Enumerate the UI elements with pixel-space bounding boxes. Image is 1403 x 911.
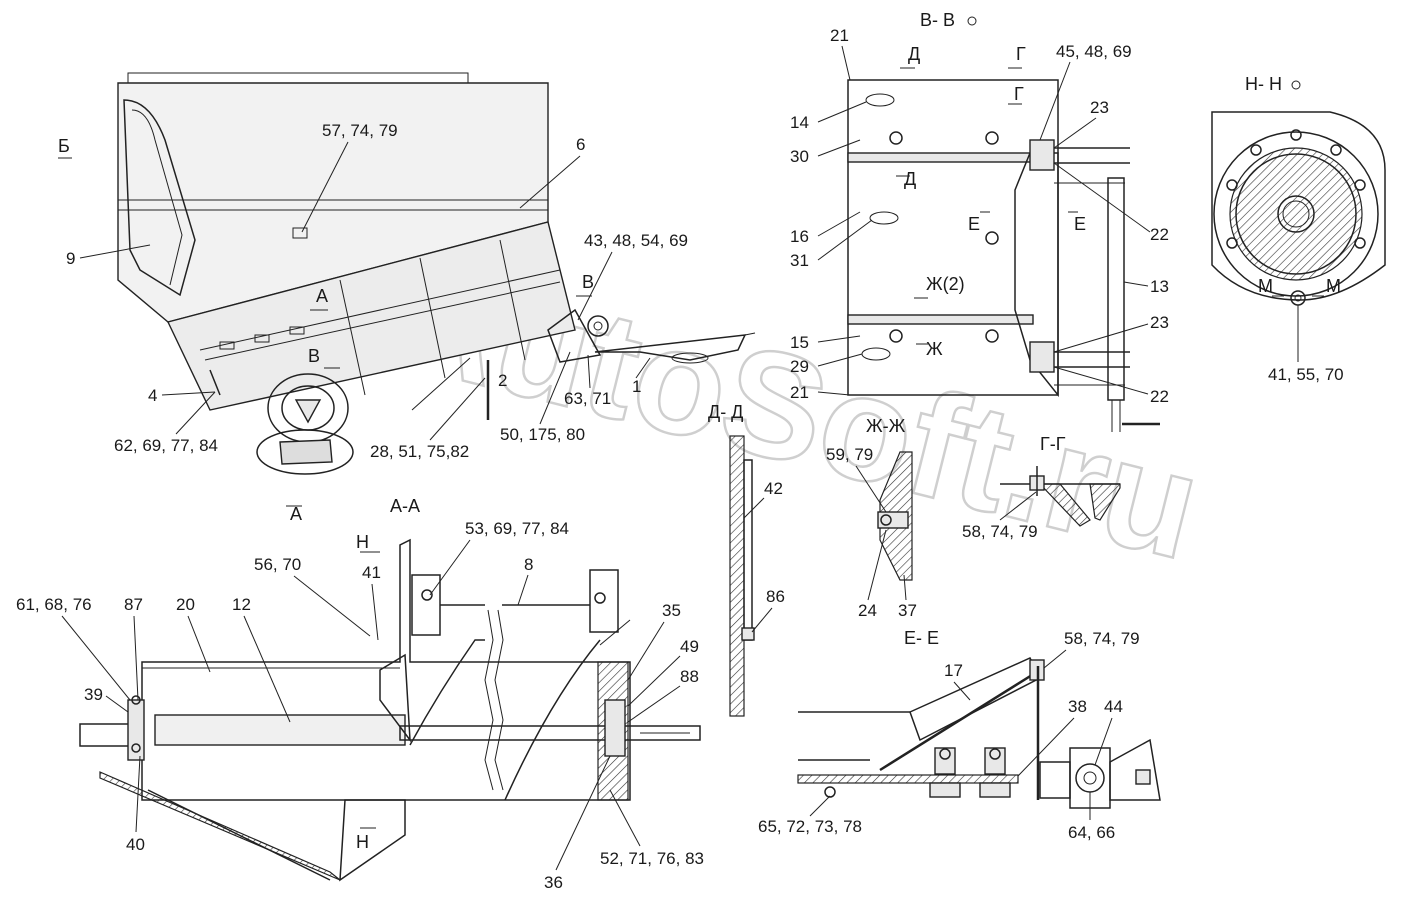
label-63-71: 63, 71 [564, 389, 611, 408]
label-58-74-79-e: 58, 74, 79 [1064, 629, 1140, 648]
label-87: 87 [124, 595, 143, 614]
section-title-n-n: Н- Н [1245, 74, 1282, 94]
section-mark-g-top: Г [1016, 44, 1026, 64]
section-title-zh-zh: Ж-Ж [866, 416, 906, 436]
label-64-66: 64, 66 [1068, 823, 1115, 842]
label-49: 49 [680, 637, 699, 656]
section-mark-n-bottom: Н [356, 832, 369, 852]
section-mark-m-left: М [1258, 276, 1273, 296]
label-28-51-75-82: 28, 51, 75,82 [370, 442, 469, 461]
section-zh-zh: Ж-Ж 59, 79 24 37 [826, 416, 917, 620]
section-v-v-labels: 21 Д Г 45, 48, 69 Г 23 14 30 Д Е Е 16 31… [790, 26, 1169, 406]
section-mark-v-left: В [308, 346, 320, 366]
section-mark-a-bottom: А [290, 504, 302, 524]
label-31: 31 [790, 251, 809, 270]
label-56-70: 56, 70 [254, 555, 301, 574]
section-mark-n-top: Н [356, 532, 369, 552]
section-mark-e-left: Е [968, 214, 980, 234]
label-58-74-79-g: 58, 74, 79 [962, 522, 1038, 541]
section-title-e-e: Е- Е [904, 628, 939, 648]
label-1: 1 [632, 377, 641, 396]
label-21-bottom: 21 [790, 383, 809, 402]
label-9: 9 [66, 249, 75, 268]
label-86: 86 [766, 587, 785, 606]
section-mark-a-top: А [316, 286, 328, 306]
section-mark-e-right: Е [1074, 214, 1086, 234]
label-15: 15 [790, 333, 809, 352]
label-23-bottom: 23 [1150, 313, 1169, 332]
label-43-48-54-69: 43, 48, 54, 69 [584, 231, 688, 250]
label-38: 38 [1068, 697, 1087, 716]
label-44: 44 [1104, 697, 1123, 716]
section-d-d: Д- Д 42 86 [708, 402, 785, 717]
label-37: 37 [898, 601, 917, 620]
section-v-v: В- В [847, 10, 1160, 432]
label-88: 88 [680, 667, 699, 686]
label-59-79: 59, 79 [826, 445, 873, 464]
label-17: 17 [944, 661, 963, 680]
label-41-55-70: 41, 55, 70 [1268, 365, 1344, 384]
label-29: 29 [790, 357, 809, 376]
section-e-e: Е- Е [797, 628, 1161, 809]
label-50-175-80: 50, 175, 80 [500, 425, 585, 444]
label-12: 12 [232, 595, 251, 614]
label-22-top: 22 [1150, 225, 1169, 244]
section-title-a-a: А-А [390, 496, 420, 516]
label-65-72-73-78: 65, 72, 73, 78 [758, 817, 862, 836]
label-45-48-69: 45, 48, 69 [1056, 42, 1132, 61]
section-mark-zh: Ж [926, 339, 943, 359]
section-n-n-labels: М М 41, 55, 70 [1258, 276, 1344, 384]
label-22-bottom: 22 [1150, 387, 1169, 406]
label-24: 24 [858, 601, 877, 620]
label-30: 30 [790, 147, 809, 166]
main-side-view [117, 72, 756, 475]
label-4: 4 [148, 386, 157, 405]
label-14: 14 [790, 113, 809, 132]
label-16: 16 [790, 227, 809, 246]
label-21-top: 21 [830, 26, 849, 45]
label-2: 2 [498, 371, 507, 390]
section-mark-v-right: В [582, 272, 594, 292]
label-40: 40 [126, 835, 145, 854]
section-arrow-b: Б [58, 136, 70, 156]
label-20: 20 [176, 595, 195, 614]
label-57-74-79: 57, 74, 79 [322, 121, 398, 140]
section-n-n: Н- Н [1211, 74, 1386, 306]
label-23-top: 23 [1090, 98, 1109, 117]
label-61-68-76: 61, 68, 76 [16, 595, 92, 614]
section-e-e-labels: 58, 74, 79 17 38 44 65, 72, 73, 78 64, 6… [758, 629, 1140, 842]
section-title-v-v: В- В [920, 10, 955, 30]
label-62-69-77-84: 62, 69, 77, 84 [114, 436, 218, 455]
section-mark-d-top: Д [908, 44, 920, 64]
section-mark-zh2: Ж(2) [926, 274, 965, 294]
main-view-labels: Б 57, 74, 79 6 9 43, 48, 54, 69 А В В 4 … [58, 121, 688, 461]
label-52-71-76-83: 52, 71, 76, 83 [600, 849, 704, 868]
label-8: 8 [524, 555, 533, 574]
label-42: 42 [764, 479, 783, 498]
label-39: 39 [84, 685, 103, 704]
section-a-a-labels: 53, 69, 77, 84 56, 70 41 8 61, 68, 76 87… [16, 519, 704, 892]
label-35: 35 [662, 601, 681, 620]
label-53-69-77-84: 53, 69, 77, 84 [465, 519, 569, 538]
label-6: 6 [576, 135, 585, 154]
section-g-g: Г-Г 58, 74, 79 [962, 434, 1121, 541]
section-mark-d-mid: Д [904, 169, 916, 189]
section-title-d-d: Д- Д [708, 402, 743, 422]
section-title-g-g: Г-Г [1040, 434, 1066, 454]
section-mark-m-right: М [1326, 276, 1341, 296]
label-41: 41 [362, 563, 381, 582]
section-a-a: А А-А Н [79, 496, 701, 882]
section-mark-g-mid: Г [1014, 84, 1024, 104]
label-13: 13 [1150, 277, 1169, 296]
label-36: 36 [544, 873, 563, 892]
